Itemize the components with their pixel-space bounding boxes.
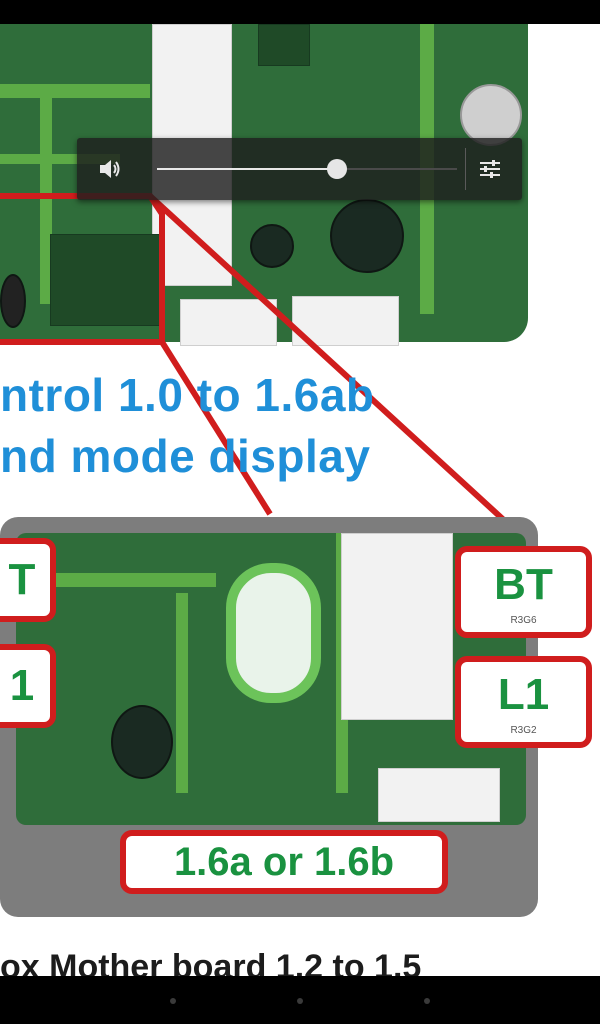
label-bt-text: BT <box>494 560 553 609</box>
left-label-t: T <box>0 538 56 622</box>
caption-box: 1.6a or 1.6b <box>120 830 448 894</box>
headline-line-1: ntrol 1.0 to 1.6ab <box>0 369 375 421</box>
label-l1-code: R3G2 <box>510 725 537 736</box>
image-viewer[interactable]: ntrol 1.0 to 1.6ab nd mode display T 1 B… <box>0 24 600 976</box>
headline-line-2: nd mode display <box>0 430 371 482</box>
nav-home-icon[interactable] <box>297 998 303 1004</box>
volume-slider-thumb[interactable] <box>327 159 347 179</box>
volume-slider[interactable] <box>157 159 457 179</box>
status-bar <box>0 0 600 24</box>
label-bt: BT R3G6 <box>455 546 592 638</box>
label-bt-code: R3G6 <box>510 615 537 626</box>
sliders-icon[interactable] <box>477 156 503 182</box>
volume-slider-fill <box>157 168 337 170</box>
nav-recents-icon[interactable] <box>424 998 430 1004</box>
left-label-1: 1 <box>0 644 56 728</box>
nav-back-icon[interactable] <box>170 998 176 1004</box>
volume-control-overlay[interactable] <box>77 138 522 200</box>
navigation-bar <box>0 976 600 1024</box>
label-l1: L1 R3G2 <box>455 656 592 748</box>
label-l1-text: L1 <box>497 670 550 719</box>
bottom-title-partial: ox Mother board 1.2 to 1.5 <box>0 948 422 976</box>
volume-speaker-icon[interactable] <box>97 156 123 182</box>
caption-text: 1.6a or 1.6b <box>173 839 395 884</box>
overlay-divider <box>465 148 466 190</box>
